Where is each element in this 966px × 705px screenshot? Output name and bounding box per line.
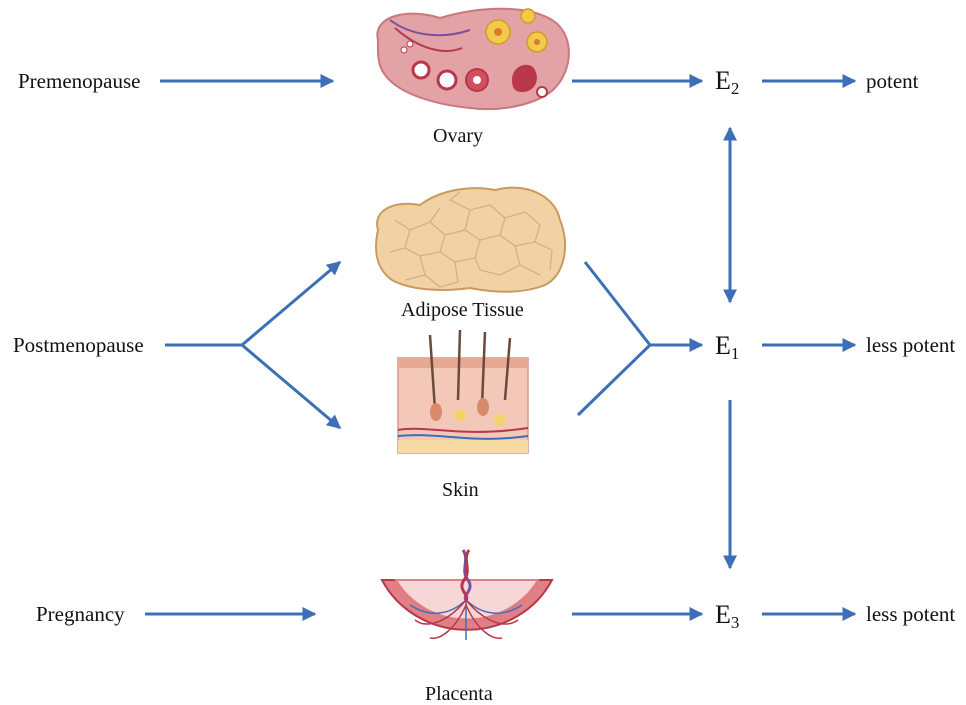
skin-label: Skin: [442, 480, 479, 500]
placenta-label: Placenta: [425, 684, 493, 704]
skin-illustration: [398, 330, 528, 453]
adipose-tissue-label: Adipose Tissue: [401, 300, 524, 320]
ovary-illustration: [377, 9, 569, 109]
premenopause-label: Premenopause: [18, 71, 140, 92]
pregnancy-label: Pregnancy: [36, 604, 125, 625]
arrow-adipose-join: [585, 262, 650, 345]
e1-label: E1: [715, 333, 739, 362]
arrow-skin-join: [578, 345, 650, 415]
e2-potency-label: potent: [866, 71, 919, 92]
postmenopause-label: Postmenopause: [13, 335, 144, 356]
adipose-illustration: [376, 188, 565, 292]
e3-potency-label: less potent: [866, 604, 955, 625]
arrow-postmenopause-adipose: [242, 262, 340, 345]
arrow-postmenopause-skin: [242, 345, 340, 428]
e3-label: E3: [715, 602, 739, 631]
e1-potency-label: less potent: [866, 335, 955, 356]
e2-label: E2: [715, 68, 739, 97]
placenta-illustration: [382, 550, 552, 640]
ovary-label: Ovary: [433, 126, 483, 146]
